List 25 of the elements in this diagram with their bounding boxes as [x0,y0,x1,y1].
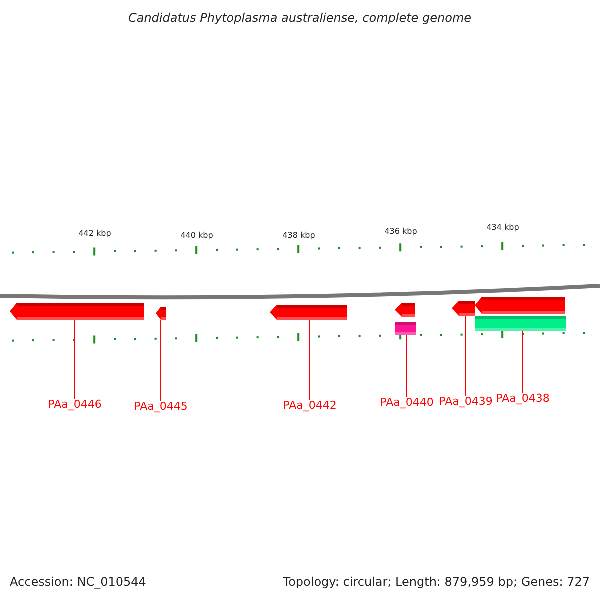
gene-feature [395,303,415,317]
gene-feature [452,301,475,316]
gene-label: PAa_0438 [496,393,550,404]
gene-feature [156,307,166,320]
leader-line [522,330,524,394]
title: Candidatus Phytoplasma australiense, complete genome [127,12,473,24]
gene-label: PAa_0446 [48,399,102,410]
gene-feature [270,305,347,320]
scale-label: 440 kbp [180,232,214,240]
scale-label: 442 kbp [78,230,112,238]
gene-label: PAa_0440 [380,397,434,408]
genome-info-text: Topology: circular; Length: 879,959 bp; Genes: 727 [283,576,590,588]
gene-label: PAa_0442 [283,400,337,411]
leader-line [160,320,162,402]
gene-feature [10,303,144,320]
scale-label: 434 kbp [486,224,520,232]
gene-label: PAa_0445 [134,401,188,412]
accession-text: Accession: NC_010544 [10,576,146,588]
leader-line [406,334,408,398]
scale-label: 438 kbp [282,232,316,240]
leader-line [74,320,76,400]
gene-label: PAa_0439 [439,396,493,407]
cds-feature [475,316,566,331]
scale-label: 436 kbp [384,228,418,236]
cds-feature [395,322,416,335]
